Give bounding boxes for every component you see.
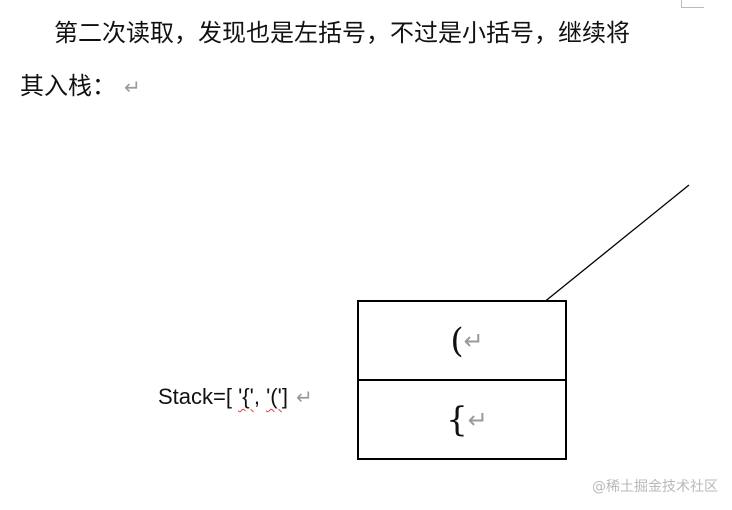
- arrow-line: [521, 184, 690, 321]
- stack-prefix: Stack=[: [158, 384, 239, 409]
- stack-suffix: ]: [281, 384, 288, 409]
- box-bottom-mark-icon: ↵: [467, 405, 488, 434]
- paragraph-mark-icon: ↵: [124, 75, 141, 99]
- box-top-mark-icon: ↵: [463, 326, 484, 355]
- stack-box-top: (↵: [357, 300, 567, 381]
- stack-box-top-text: (: [450, 320, 464, 361]
- paragraph-line-2: 其入栈： ↵: [20, 71, 141, 102]
- stack-mark-icon: ↵: [295, 387, 313, 409]
- stack-separator: ,: [253, 384, 267, 409]
- stack-box-bottom-text: {: [446, 399, 468, 440]
- stack-item-paren: '(': [266, 384, 282, 409]
- stack-label: Stack=[ '{', '('] ↵: [158, 382, 313, 413]
- paragraph-text-2: 其入栈：: [20, 72, 116, 100]
- stack-box-bottom: {↵: [357, 379, 567, 460]
- page-corner-mark: [681, 0, 704, 8]
- paragraph-line-1: 第二次读取，发现也是左括号，不过是小括号，继续将: [54, 18, 630, 48]
- stack-item-curly: '{': [238, 384, 254, 409]
- paragraph-text-1: 第二次读取，发现也是左括号，不过是小括号，继续将: [54, 19, 630, 47]
- watermark: @稀土掘金技术社区: [592, 479, 718, 495]
